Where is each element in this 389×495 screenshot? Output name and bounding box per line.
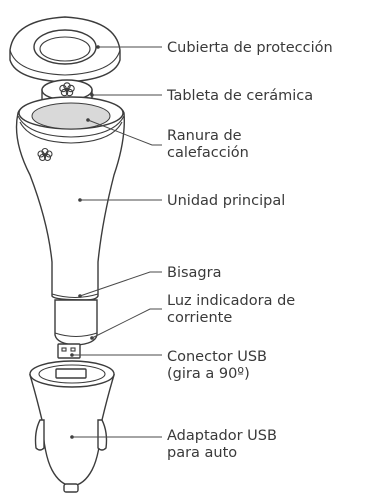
main-unit bbox=[15, 96, 125, 301]
leader-lines bbox=[70, 45, 162, 439]
label-power-light-line1: Luz indicadora de bbox=[167, 293, 295, 309]
label-heating-slot-line1: Ranura de bbox=[167, 128, 242, 144]
label-usb-adapter-line2: para auto bbox=[167, 445, 237, 461]
label-hinge: Bisagra bbox=[167, 265, 221, 281]
label-power-light-line2: corriente bbox=[167, 310, 232, 326]
protective-cover bbox=[9, 16, 121, 83]
label-usb-connector-line2: (gira a 90º) bbox=[167, 366, 250, 382]
label-usb-connector-line1: Conector USB bbox=[167, 349, 267, 365]
usb-car-adapter bbox=[29, 360, 115, 493]
label-main-unit: Unidad principal bbox=[167, 193, 285, 209]
flower-icon bbox=[37, 147, 53, 162]
label-protective-cover: Cubierta de protección bbox=[167, 40, 333, 56]
label-usb-adapter-line1: Adaptador USB bbox=[167, 428, 277, 444]
flower-icon bbox=[59, 82, 75, 97]
label-ceramic-tablet: Tableta de cerámica bbox=[166, 88, 313, 104]
lower-unit bbox=[54, 299, 98, 359]
label-heating-slot-line2: calefacción bbox=[167, 145, 249, 161]
